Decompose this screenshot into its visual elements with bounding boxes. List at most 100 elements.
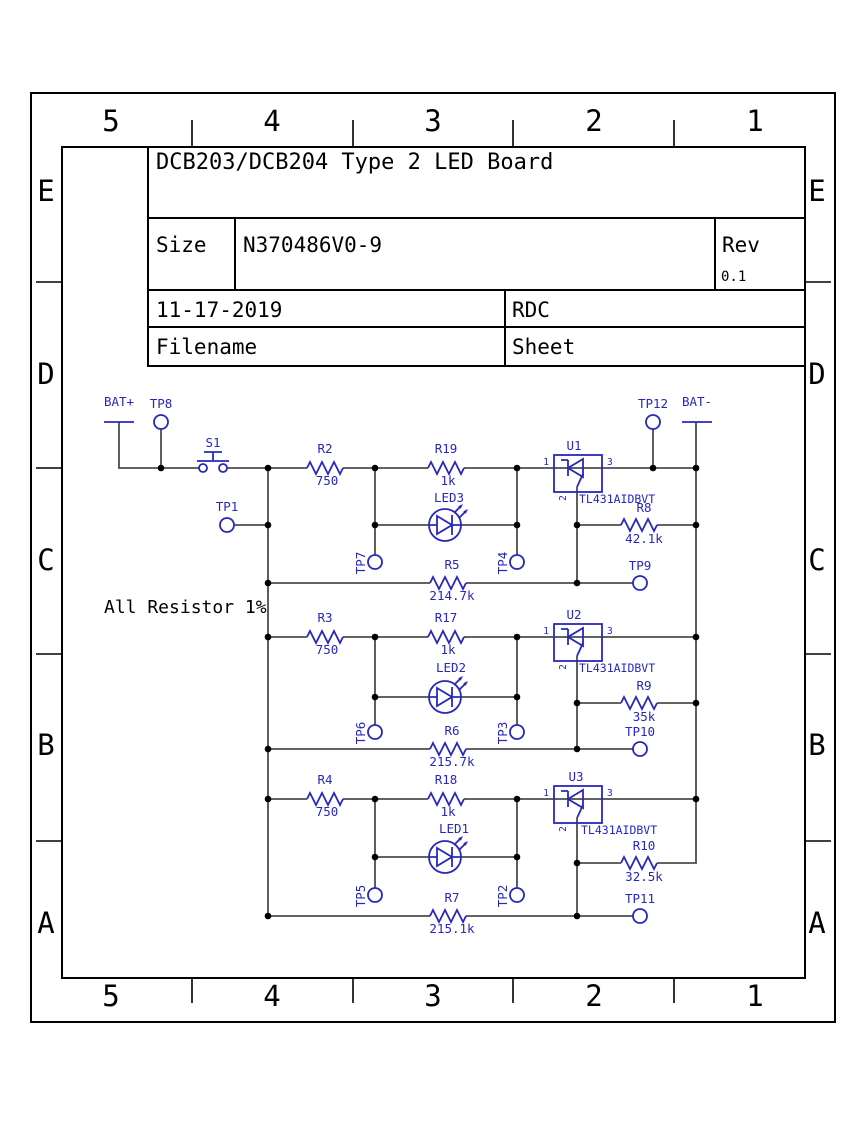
grid-col-label: 1: [746, 104, 763, 138]
grid-row-label: D: [808, 357, 825, 391]
drawing-author: RDC: [512, 298, 550, 322]
testpoint-label: TP5: [353, 885, 368, 908]
led-ref: LED3: [434, 490, 464, 505]
battery-negative-terminal: BAT-: [682, 394, 712, 423]
junction-dot: [157, 464, 165, 472]
testpoint-TP6: TP6: [353, 722, 383, 744]
pin-number: 1: [543, 457, 549, 468]
resistor-ref: R3: [317, 610, 332, 625]
title-block-outline: [147, 146, 806, 367]
rev-label: Rev: [722, 233, 760, 257]
pin-number: 1: [543, 626, 549, 637]
testpoint-circle: [367, 554, 383, 570]
inner-border: [61, 146, 806, 979]
junction-dot: [573, 859, 581, 867]
bat-minus-label: BAT-: [682, 394, 712, 409]
led-ref: LED2: [436, 660, 466, 675]
junction-dot: [573, 912, 581, 920]
schematic: All Resistor 1% BAT+ BAT- S1 R2 750 R19: [104, 394, 712, 936]
sheet-label: Sheet: [512, 335, 575, 359]
grid-col-label: 5: [102, 979, 119, 1013]
testpoint-label: TP10: [625, 724, 655, 739]
testpoint-label: TP1: [216, 499, 239, 514]
junction-dot: [513, 464, 521, 472]
resistor-value: 35k: [633, 709, 656, 724]
junction-dot: [264, 464, 272, 472]
testpoint-TP12: TP12: [638, 396, 668, 430]
junction-dot: [371, 693, 379, 701]
drawing-title: DCB203/DCB204 Type 2 LED Board: [156, 150, 553, 175]
tl431-symbol: [553, 623, 603, 662]
rev-value: 0.1: [721, 269, 746, 285]
junction-dot: [692, 699, 700, 707]
junction-dot: [573, 521, 581, 529]
wire-segments: [118, 422, 697, 917]
resistor-R6: R6 215.7k: [429, 723, 475, 769]
resistor-R5: R5 214.7k: [429, 557, 475, 603]
testpoint-label: TP9: [629, 558, 652, 573]
filename-label: Filename: [156, 335, 257, 359]
ic-part-number: TL431AIDBVT: [579, 661, 655, 675]
resistor-R4: R4 750: [306, 772, 344, 819]
testpoint-TP11: TP11: [625, 891, 655, 924]
title-block: DCB203/DCB204 Type 2 LED Board Size N370…: [147, 146, 806, 367]
testpoint-label: TP3: [495, 722, 510, 745]
led-ref: LED1: [439, 821, 469, 836]
ic-U3: U3 1 3 2 TL431AIDBVT: [543, 769, 657, 837]
battery-positive-terminal: BAT+: [104, 394, 134, 423]
led-LED3: LED3: [428, 490, 469, 542]
testpoint-TP10: TP10: [625, 724, 655, 757]
testpoint-TP3: TP3: [495, 722, 525, 745]
resistor-ref: R18: [435, 772, 458, 787]
resistor-R19: R19 1k: [427, 441, 465, 488]
junction-dot: [649, 464, 657, 472]
resistor-symbol: [620, 518, 658, 532]
grid-row-label: C: [808, 543, 825, 577]
resistor-value: 32.5k: [625, 869, 663, 884]
testpoint-TP5: TP5: [353, 885, 383, 908]
resistor-ref: R9: [636, 678, 651, 693]
resistor-value: 750: [316, 473, 339, 488]
resistor-value: 1k: [440, 473, 456, 488]
junction-dot: [573, 579, 581, 587]
testpoint-circle: [153, 414, 169, 430]
resistor-ref: R10: [633, 838, 656, 853]
grid-row-label: B: [37, 728, 54, 762]
switch-S1: S1: [197, 435, 229, 473]
junction-dot: [264, 912, 272, 920]
pin-number: 3: [607, 788, 613, 799]
grid-col-label: 2: [585, 104, 602, 138]
resistor-R17: R17 1k: [427, 610, 465, 657]
grid-row-label: B: [808, 728, 825, 762]
testpoint-circle: [219, 517, 235, 533]
testpoint-circle: [509, 554, 525, 570]
grid-col-label: 5: [102, 104, 119, 138]
junction-dot: [573, 745, 581, 753]
led-LED2: LED2: [428, 660, 469, 714]
row-ticks-right: [805, 281, 831, 842]
resistor-value: 214.7k: [429, 588, 475, 603]
junction-dot: [371, 521, 379, 529]
testpoint-label: TP11: [625, 891, 655, 906]
ic-U2: U2 1 3 2 TL431AIDBVT: [543, 607, 655, 675]
testpoint-circle: [367, 887, 383, 903]
testpoint-TP4: TP4: [495, 552, 525, 574]
junction-dot: [692, 464, 700, 472]
grid-row-label: A: [808, 906, 825, 940]
resistor-symbol: [620, 856, 658, 870]
junction-dot: [371, 853, 379, 861]
resistor-value: 42.1k: [625, 531, 663, 546]
junction-dot: [264, 521, 272, 529]
grid-col-label: 4: [263, 979, 280, 1013]
grid-row-label: A: [37, 906, 54, 940]
ic-part-number: TL431AIDBVT: [579, 492, 655, 506]
resistor-ref: R6: [444, 723, 459, 738]
ic-part-number: TL431AIDBVT: [581, 823, 657, 837]
testpoint-TP7: TP7: [353, 552, 383, 574]
resistor-ref: R4: [317, 772, 332, 787]
junction-dots: [157, 464, 700, 920]
resistor-ref: R7: [444, 890, 459, 905]
testpoint-circle: [367, 724, 383, 740]
